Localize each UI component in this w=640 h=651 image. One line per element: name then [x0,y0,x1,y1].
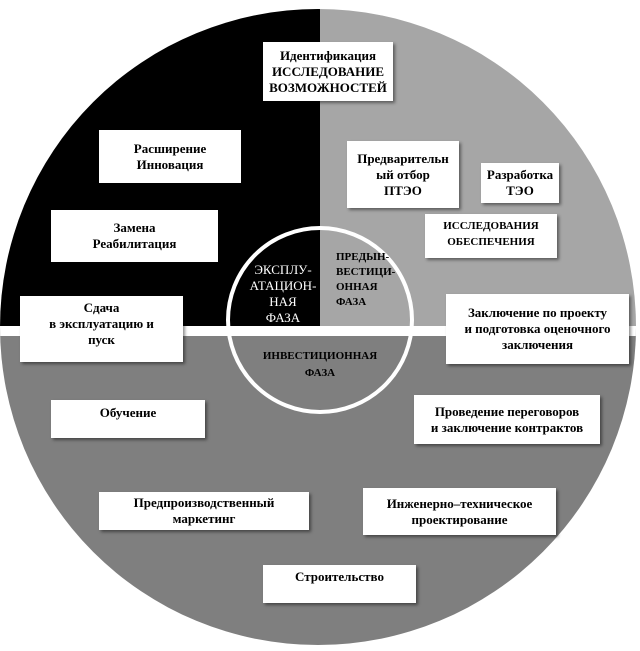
box-marketing: Предпроизводственный маркетинг [99,492,309,530]
divider [0,326,636,336]
preinvestment-phase-label: ПРЕДЫН- ВЕСТИЦИ- ОННАЯ ФАЗА [336,251,396,308]
box-training: Обучение [51,400,205,438]
exploitation-phase-label: ЭКСПЛУ- АТАЦИОН- НАЯ ФАЗА [249,262,317,325]
box-preselection: Предварительн ый отбор ПТЭО [347,141,459,208]
box-construction: Строительство [263,565,416,603]
box-replacement: Замена Реабилитация [51,210,218,262]
box-feasibility: Разработка ТЭО [481,163,559,203]
box-negotiations: Проведение переговоров и заключение конт… [414,395,600,444]
investment-phase-label: ИНВЕСТИЦИОННАЯ ФАЗА [262,350,378,379]
box-conclusion: Заключение по проекту и подготовка оцено… [446,294,629,364]
box-expansion: Расширение Инновация [99,130,241,183]
box-identification: Идентификация ИССЛЕДОВАНИЕ ВОЗМОЖНОСТЕЙ [263,42,393,101]
box-commissioning: Сдача в эксплуатацию и пуск [20,296,183,362]
box-engineering: Инженерно–техническое проектирование [363,488,556,535]
inner-circle [226,226,414,414]
box-support-studies: ИССЛЕДОВАНИЯ ОБЕСПЕЧЕНИЯ [425,214,557,258]
